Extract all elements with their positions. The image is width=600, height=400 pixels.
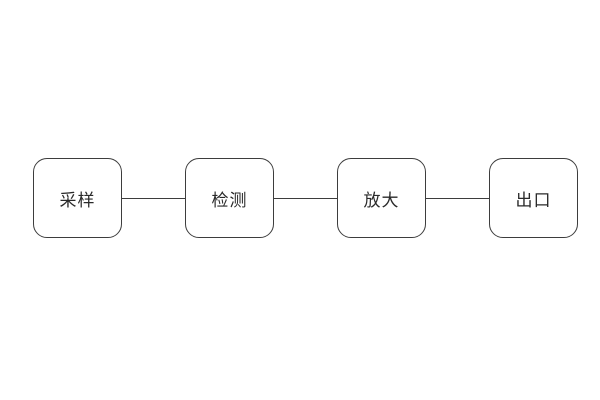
flowchart: 采样 检测 放大 出口 bbox=[33, 158, 578, 238]
flow-node-amplification: 放大 bbox=[337, 158, 426, 238]
connector-line bbox=[426, 197, 489, 199]
flow-node-sampling: 采样 bbox=[33, 158, 122, 238]
flow-node-detection: 检测 bbox=[185, 158, 274, 238]
flow-node-outlet: 出口 bbox=[489, 158, 578, 238]
flow-node-label: 放大 bbox=[363, 190, 400, 210]
flow-node-label: 采样 bbox=[59, 190, 96, 210]
flow-node-label: 检测 bbox=[211, 190, 248, 210]
connector-line bbox=[274, 197, 337, 199]
connector-line bbox=[122, 197, 185, 199]
flow-node-label: 出口 bbox=[515, 190, 552, 210]
